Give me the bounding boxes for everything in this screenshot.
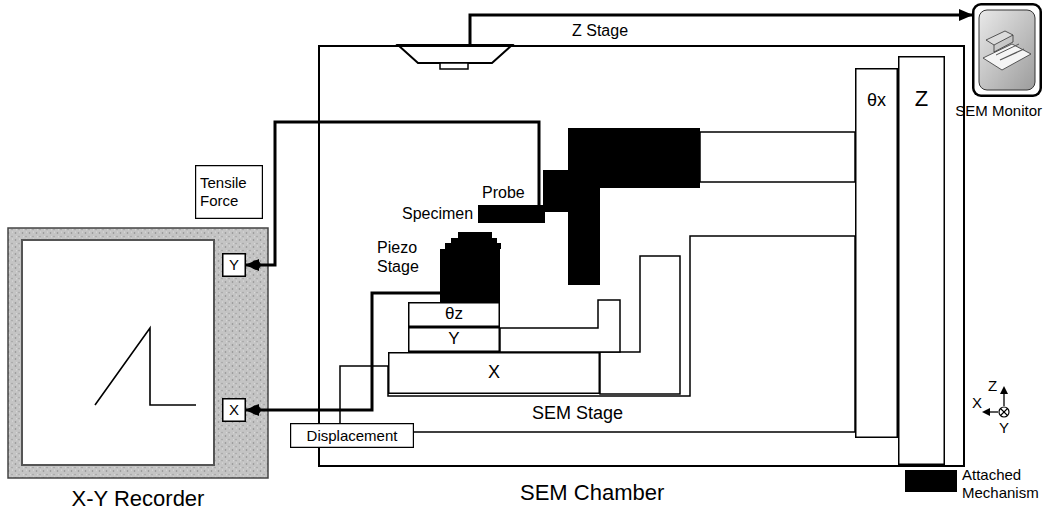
node-label: X <box>229 401 239 419</box>
mems-beam <box>1000 49 1024 60</box>
recorder-screen <box>22 240 214 465</box>
probe-holder <box>543 170 570 212</box>
x-terminal: X <box>222 398 246 422</box>
axis-z <box>1003 392 1004 406</box>
mems-substrate <box>983 44 1031 70</box>
recorder-panel <box>8 228 268 478</box>
signal-line <box>470 15 972 45</box>
axis-y <box>999 407 1009 417</box>
node-label: X <box>488 362 500 384</box>
legend-swatch <box>905 470 957 492</box>
part-label: Specimen <box>402 204 473 223</box>
mems-block <box>986 31 1013 45</box>
node-label: Y <box>448 329 459 349</box>
sem-column-tip <box>440 63 468 69</box>
node-label: Z <box>915 86 928 112</box>
y-stage-arm <box>500 300 620 352</box>
sem-column <box>398 45 512 63</box>
displacement-box: Displacement <box>290 423 414 448</box>
node-label: θx <box>867 90 886 112</box>
y-stage: Y <box>408 327 500 352</box>
axis-head <box>1000 386 1008 394</box>
axis-label: Z <box>988 377 997 395</box>
specimen-shape <box>458 232 492 238</box>
piezo-stage: Piezo Stage <box>440 249 500 302</box>
z-column: Z <box>898 56 945 465</box>
mems-beam <box>996 44 1019 55</box>
node-caption: Piezo Stage <box>377 238 437 276</box>
node-label: Tensile Force <box>200 174 258 210</box>
legend-text: Attached Mechanism <box>962 466 1044 502</box>
theta-z-stage: θz <box>408 302 500 327</box>
theta-x-stage: θx <box>855 68 898 438</box>
node-label: Displacement <box>307 427 398 445</box>
node-caption: SEM Chamber <box>520 480 664 506</box>
stage-label: SEM Stage <box>532 403 623 425</box>
axis-y <box>1001 409 1008 416</box>
stage-label: Z Stage <box>572 21 628 40</box>
node-label: Y <box>229 256 239 274</box>
z-stage-block <box>568 128 600 285</box>
node-caption: SEM Monitor <box>955 102 1042 120</box>
mems-block <box>994 35 1013 52</box>
axis-label: X <box>972 394 982 412</box>
node-caption: Probe <box>482 183 525 202</box>
y-terminal: Y <box>222 253 246 277</box>
z-stage-arm <box>700 132 855 182</box>
axis-head <box>982 408 990 416</box>
node-label: θz <box>445 304 463 324</box>
x-stage: X <box>388 352 600 394</box>
axis-label: Y <box>999 419 1009 437</box>
probe: Probe <box>478 205 545 223</box>
sem-monitor: SEM Monitor <box>972 3 1042 97</box>
monitor-screen <box>979 10 1035 90</box>
specimen-shape <box>451 238 497 243</box>
recorder-trace <box>95 328 196 405</box>
node-caption: X-Y Recorder <box>8 486 268 512</box>
tensile-force-box: Tensile Force <box>195 165 263 219</box>
xy-recorder: X-Y RecorderYX <box>8 228 268 478</box>
axis-y <box>1001 409 1008 416</box>
sem-chamber: SEM ChamberθzYXθxZProbePiezo Stage <box>318 45 965 467</box>
